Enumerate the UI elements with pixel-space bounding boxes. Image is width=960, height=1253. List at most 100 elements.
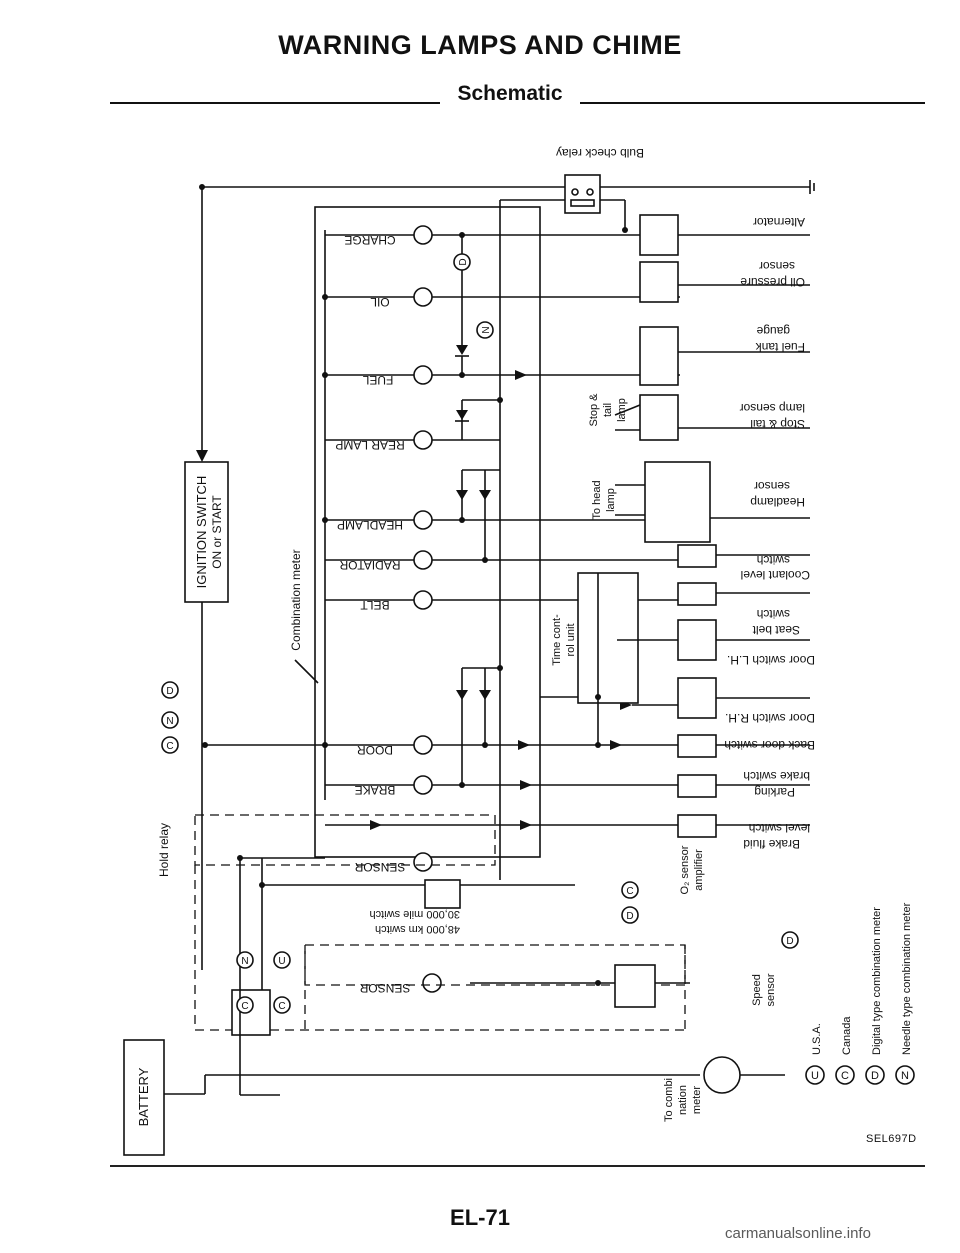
svg-text:U: U — [278, 956, 285, 967]
km-switch-label: 48,000 km switch — [375, 923, 460, 935]
lamp-oil: OIL — [370, 295, 390, 309]
to-head-lamp-label: To head — [591, 480, 603, 519]
svg-text:D: D — [166, 686, 173, 697]
alternator-label: Alternator — [753, 215, 805, 229]
lamp-door: DOOR — [357, 743, 393, 757]
svg-text:lamp: lamp — [616, 398, 628, 422]
page-title: WARNING LAMPS AND CHIME — [278, 30, 682, 60]
junction-dots — [199, 184, 628, 986]
seat-belt-switch-label: Seat belt — [752, 623, 800, 637]
svg-text:gauge: gauge — [756, 324, 790, 338]
ground-symbol — [809, 180, 815, 194]
diodes — [370, 235, 632, 830]
lamp-rear-lamp: REAR LAMP — [335, 438, 404, 452]
battery: BATTERY — [123, 1039, 206, 1156]
side-labels: Stop & tail lamp To head lamp Time cont-… — [157, 393, 777, 1122]
time-control-unit-label: Time cont- — [551, 614, 563, 666]
svg-text:BATTERY: BATTERY — [136, 1067, 151, 1126]
svg-text:sensor: sensor — [765, 973, 777, 1006]
svg-text:D: D — [458, 258, 469, 265]
lamp-fuel: FUEL — [362, 373, 393, 387]
lamp-charge: CHARGE — [344, 233, 395, 247]
page-subtitle: Schematic — [440, 82, 580, 106]
lamp-sensor-2: SENSOR — [359, 981, 410, 995]
svg-text:sensor: sensor — [754, 479, 790, 493]
door-switch-rh-label: Door switch R.H. — [725, 711, 815, 725]
legend-needle: Needle type combination meter — [901, 902, 913, 1055]
svg-text:switch: switch — [757, 607, 790, 621]
svg-text:level switch: level switch — [749, 821, 810, 835]
mile-switch-label: 30,000 mile switch — [370, 908, 461, 920]
headlamp-sensor-label: Headlamp — [750, 495, 805, 509]
stop-tail-lamp-label: Stop & — [588, 393, 600, 427]
lamp-belt: BELT — [360, 598, 390, 612]
lamp-labels: CHARGE OIL FUEL REAR LAMP HEADLAMP RADIA… — [335, 233, 410, 995]
oil-pressure-label: Oil pressure — [740, 275, 805, 289]
svg-text:sensor: sensor — [759, 259, 795, 273]
svg-text:switch: switch — [757, 553, 790, 567]
svg-text:N: N — [901, 1070, 909, 1082]
combination-meter-label: Combination meter — [289, 549, 303, 650]
back-door-switch-label: Back door switch — [724, 738, 815, 752]
door-switch-lh-label: Door switch L.H. — [727, 653, 815, 667]
legend-digital: Digital type combination meter — [871, 907, 883, 1055]
watermark: carmanualsonline.info — [725, 1225, 871, 1242]
dashed-option-region — [194, 814, 700, 1096]
o2-amplifier-label: O₂ sensor — [679, 845, 691, 894]
svg-text:U: U — [811, 1070, 819, 1082]
legend-usa: U.S.A. — [811, 1023, 823, 1055]
svg-text:C: C — [626, 886, 633, 897]
parking-brake-switch-label: Parking — [754, 785, 795, 799]
svg-text:IGNITION SWITCH: IGNITION SWITCH — [194, 476, 209, 589]
svg-text:D: D — [626, 911, 633, 922]
svg-text:C: C — [278, 1001, 285, 1012]
lamp-symbols — [413, 225, 442, 993]
fuel-tank-gauge-label: Fuel tank — [755, 340, 805, 354]
speed-sensor-icon — [703, 1056, 741, 1094]
svg-text:D: D — [871, 1070, 879, 1082]
svg-text:N: N — [241, 956, 248, 967]
hold-relay-label: Hold relay — [157, 823, 171, 877]
brake-fluid-switch-label: Brake fluid — [743, 837, 800, 851]
svg-text:amplifier: amplifier — [693, 849, 705, 891]
svg-text:lamp: lamp — [605, 488, 617, 512]
svg-text:brake switch: brake switch — [743, 769, 810, 783]
svg-text:C: C — [241, 1001, 248, 1012]
lamp-brake: BRAKE — [355, 783, 396, 797]
meter-option-markers: D N — [453, 253, 494, 339]
right-components — [540, 214, 810, 838]
bulb-check-relay-label: Bulb check relay — [556, 146, 644, 160]
svg-text:N: N — [166, 716, 173, 727]
svg-text:N: N — [481, 326, 492, 333]
svg-text:nation: nation — [677, 1085, 689, 1115]
subtitle-rule-left — [110, 102, 440, 104]
svg-text:meter: meter — [691, 1086, 703, 1114]
bulb-check-relay — [564, 174, 601, 214]
svg-text:D: D — [786, 936, 793, 947]
page-number: EL-71 — [450, 1205, 510, 1230]
ignition-switch: IGNITION SWITCH ON or START — [184, 461, 229, 603]
stop-tail-sensor-label: Stop & tail — [750, 417, 805, 431]
legend-canada: Canada — [841, 1016, 853, 1055]
lamp-headlamp: HEADLAMP — [337, 518, 403, 532]
lamp-sensor-1: SENSOR — [354, 860, 405, 874]
figure-code: SEL697D — [866, 1133, 917, 1145]
warning-lamp-rows — [205, 230, 680, 826]
svg-text:tail: tail — [602, 403, 614, 417]
lamp-radiator: RADIATOR — [339, 558, 400, 572]
svg-text:ON or START: ON or START — [210, 495, 224, 569]
footer-rule — [110, 1165, 925, 1167]
svg-text:rol unit: rol unit — [565, 623, 577, 656]
to-combination-meter-label: To combi — [663, 1078, 675, 1122]
svg-text:C: C — [166, 741, 173, 752]
speed-sensor-label: Speed — [751, 974, 763, 1006]
coolant-level-switch-label: Coolant level — [741, 568, 810, 582]
component-labels: Alternator Oil pressure sensor Fuel tank… — [724, 215, 815, 851]
top-feed-wiring — [196, 186, 810, 880]
subtitle-rule-right — [580, 102, 925, 104]
hold-relay-markers: C N C U D C N C D D — [161, 681, 799, 1014]
legend: U U.S.A. C Canada D Digital type combina… — [805, 902, 915, 1085]
svg-text:lamp sensor: lamp sensor — [740, 401, 805, 415]
svg-text:C: C — [841, 1070, 849, 1082]
